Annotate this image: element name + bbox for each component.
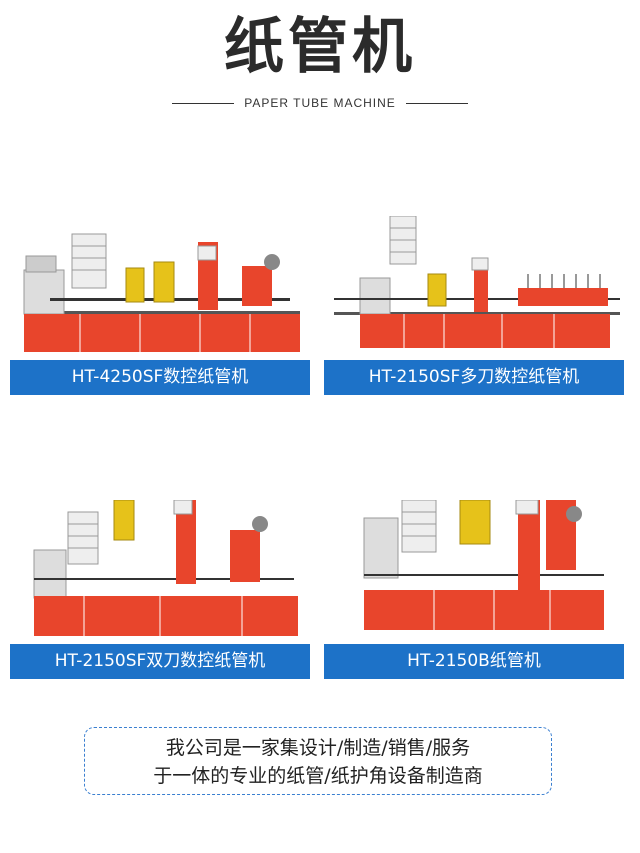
subtitle-row: PAPER TUBE MACHINE — [0, 93, 640, 113]
product-label[interactable]: HT-2150B纸管机 — [324, 644, 624, 679]
divider-left — [172, 102, 235, 104]
product-card-ht-2150sf-multi[interactable]: HT-2150SF多刀数控纸管机 — [324, 216, 624, 396]
company-info-box: 我公司是一家集设计/制造/销售/服务 于一体的专业的纸管/纸护角设备制造商 — [84, 727, 552, 795]
company-info-line-1: 我公司是一家集设计/制造/销售/服务 — [165, 737, 471, 759]
company-info-line-2: 于一体的专业的纸管/纸护角设备制造商 — [153, 765, 483, 787]
product-card-ht-2150sf-double[interactable]: HT-2150SF双刀数控纸管机 — [10, 500, 310, 680]
page-title: 纸管机 — [224, 12, 416, 82]
machine-image — [33, 500, 298, 636]
machine-image — [334, 216, 620, 348]
machine-image — [363, 500, 604, 630]
page-subtitle: PAPER TUBE MACHINE — [244, 96, 396, 110]
product-card-ht-2150b[interactable]: HT-2150B纸管机 — [324, 500, 624, 680]
product-label[interactable]: HT-2150SF多刀数控纸管机 — [324, 360, 624, 395]
machine-image — [23, 233, 300, 352]
product-label[interactable]: HT-2150SF双刀数控纸管机 — [10, 644, 310, 679]
product-label[interactable]: HT-4250SF数控纸管机 — [10, 360, 310, 395]
product-card-ht-4250sf[interactable]: HT-4250SF数控纸管机 — [10, 216, 310, 396]
divider-right — [405, 102, 468, 104]
